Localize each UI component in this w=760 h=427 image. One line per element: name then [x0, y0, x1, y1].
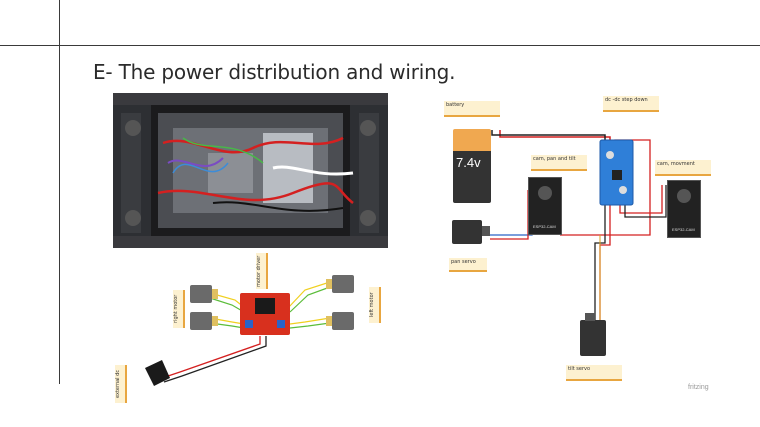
note-cam-movement: cam, movment: [655, 160, 711, 176]
note-cam-pan-tilt: cam, pan and tilt: [531, 155, 587, 171]
note-battery: battery: [444, 101, 500, 117]
battery-body: [453, 151, 491, 203]
fritzing-brand: fritzing: [688, 384, 709, 391]
battery-terminal: [453, 129, 491, 151]
camera-lens-icon: [677, 189, 691, 203]
note-pan-servo: pan servo: [449, 258, 487, 272]
esp32-label-left: ESP32-CAM: [533, 224, 556, 229]
slide-title: E- The power distribution and wiring.: [93, 60, 456, 84]
note-left-motor: left motor: [369, 287, 381, 323]
chassis-photo: [113, 93, 388, 248]
battery-voltage: 7.4v: [456, 155, 481, 170]
note-tilt-servo: tilt servo: [566, 365, 622, 381]
battery-pack: 7.4v: [453, 129, 491, 203]
left-divider: [59, 0, 60, 384]
motor-driver-diagram: [145, 275, 354, 386]
camera-lens-icon: [538, 186, 552, 200]
note-step-down: dc -dc step down: [603, 96, 659, 112]
note-right-motor: right motor: [173, 290, 185, 328]
esp32-cam-left: ESP32-CAM: [528, 177, 562, 235]
esp32-label-right: ESP32-CAM: [672, 227, 695, 232]
note-external-dc: external dc: [115, 365, 127, 403]
wiring-diagram: [452, 130, 667, 356]
top-divider: [0, 45, 760, 46]
note-motor-driver: motor driver: [256, 253, 268, 289]
chassis-photo-drawing: [113, 93, 388, 248]
esp32-cam-right: ESP32-CAM: [667, 180, 701, 238]
